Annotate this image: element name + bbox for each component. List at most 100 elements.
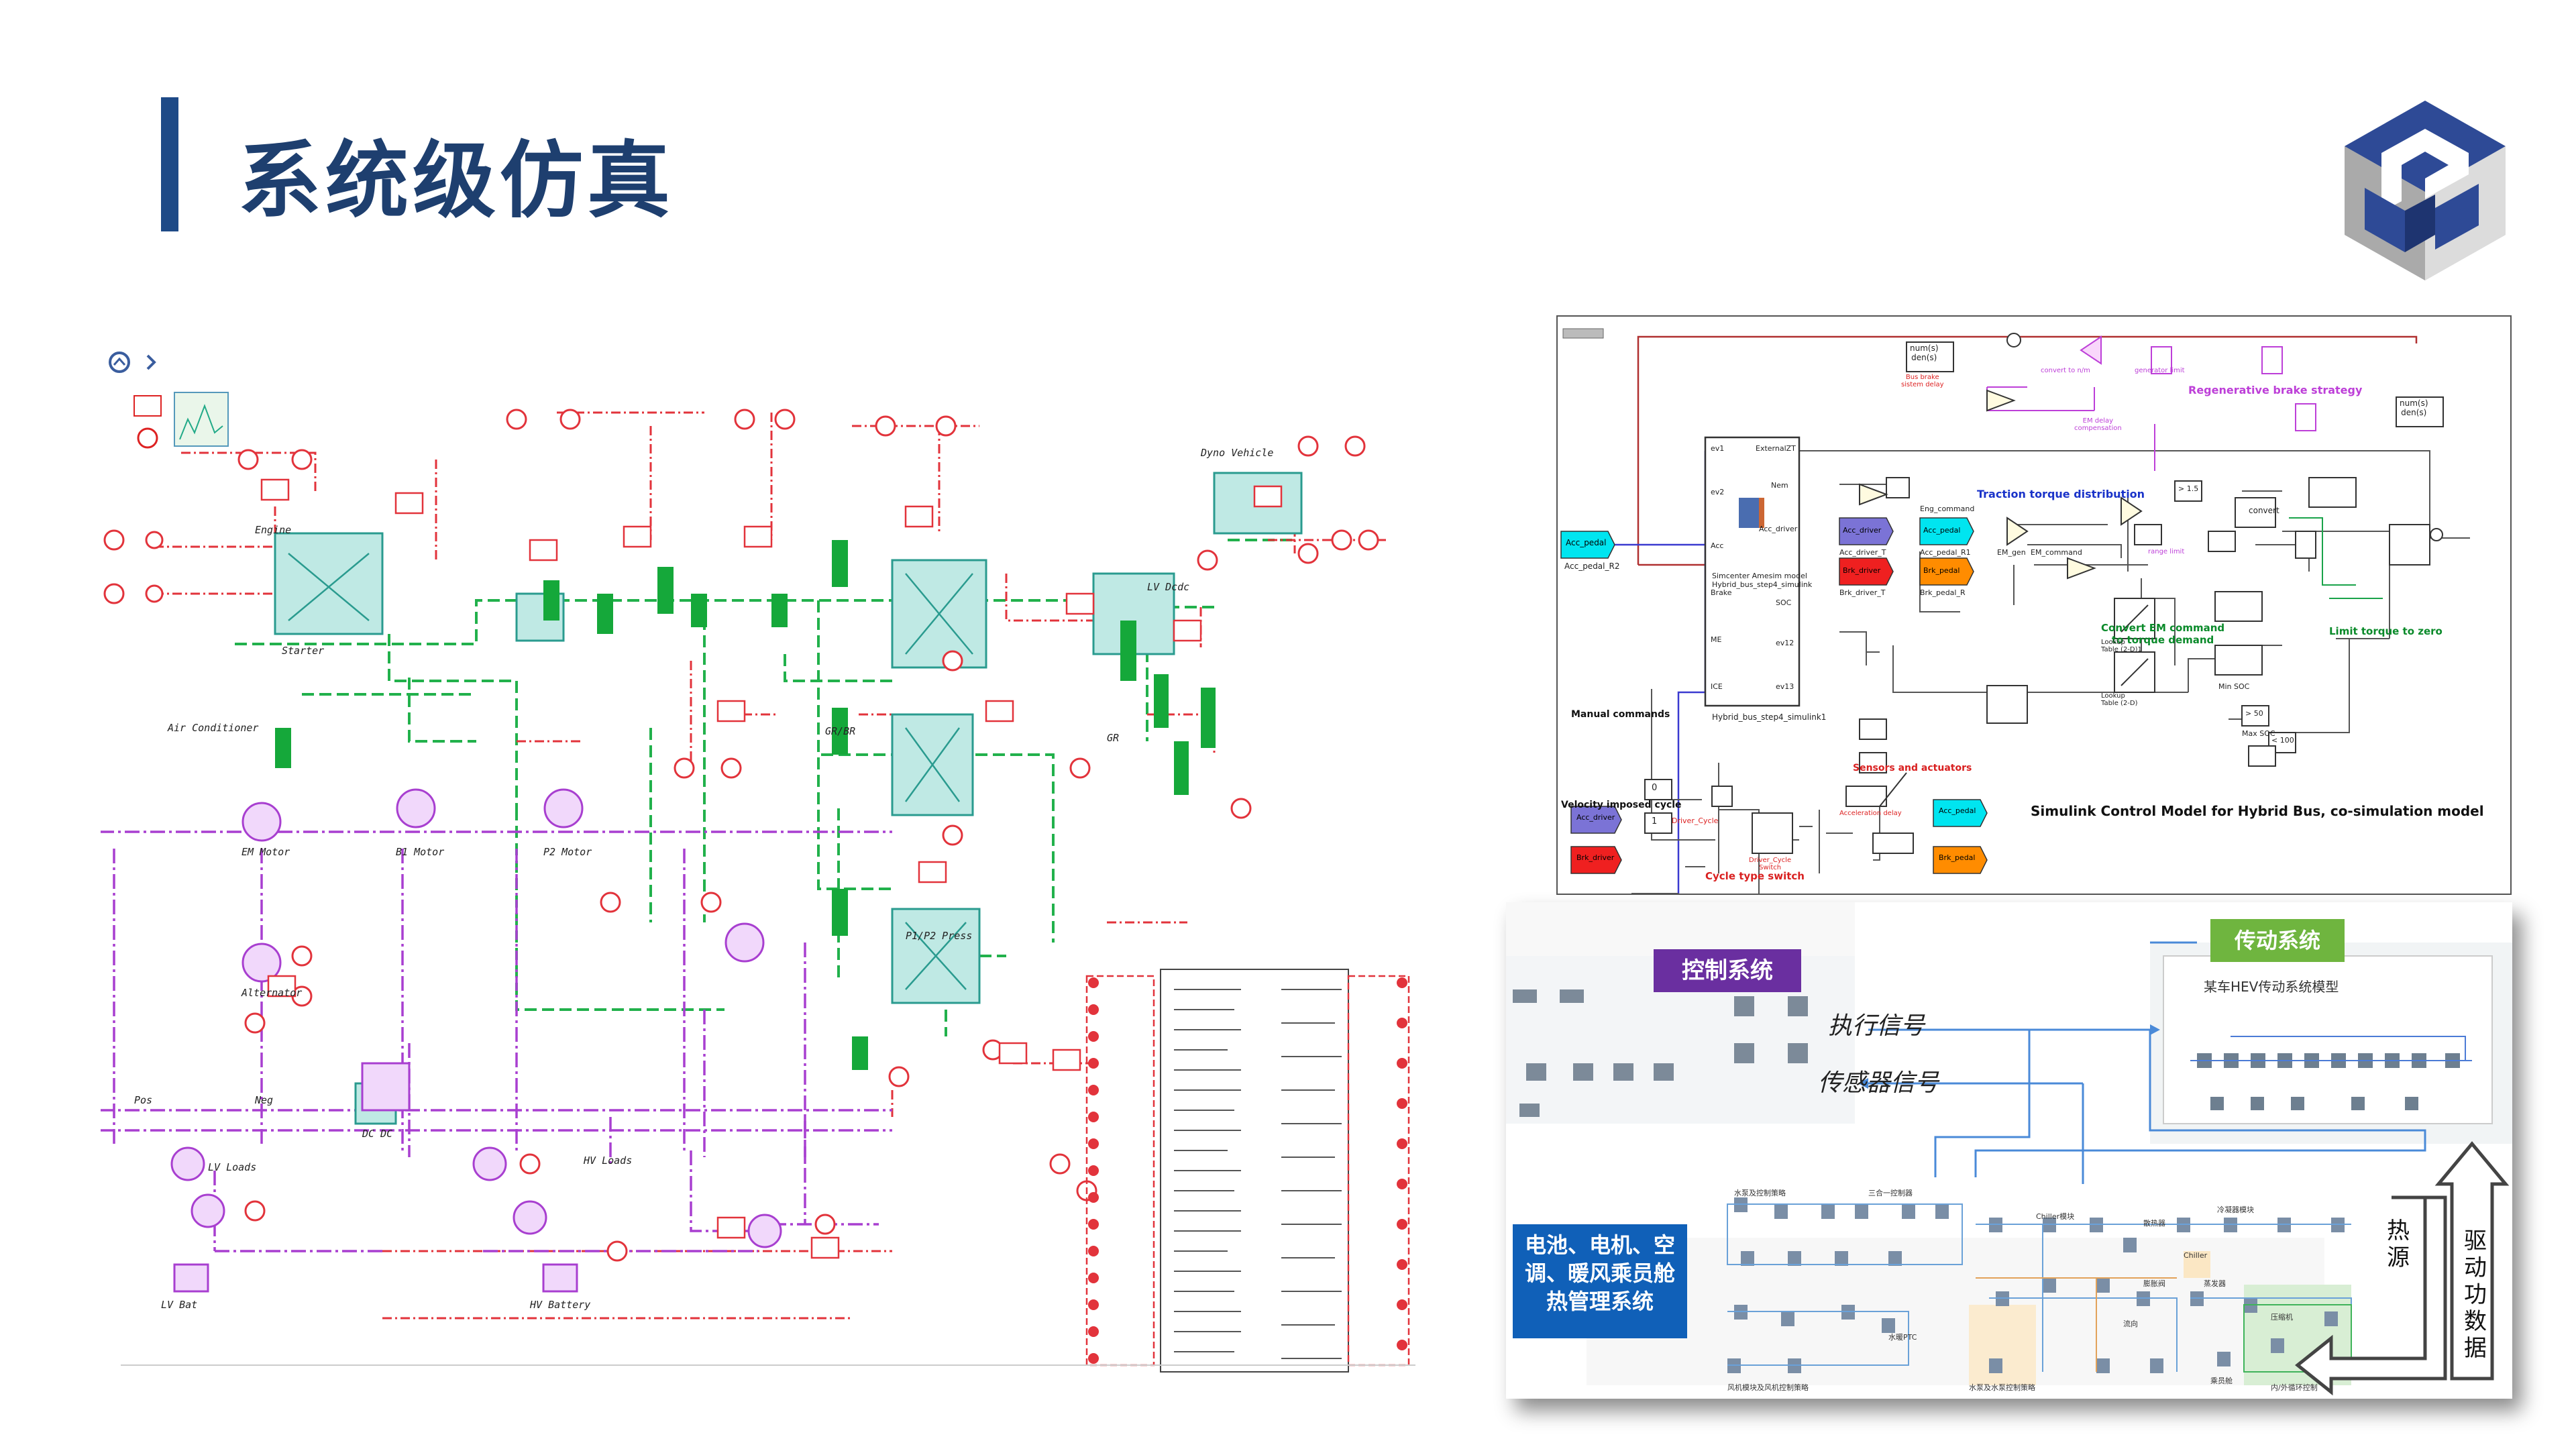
label-regen-strategy: Regenerative brake strategy	[2188, 384, 2363, 396]
label-gt-50: > 50	[2245, 709, 2263, 718]
port-out-ev12: ev12	[1776, 639, 1794, 647]
label-p2-motor: P2 Motor	[543, 846, 592, 858]
port-in-me: ME	[1711, 635, 1722, 644]
label-acc-pedal-r1: Acc_pedal_R1	[1920, 548, 1971, 557]
tag-brk-driver-2: Brk_driver	[1576, 853, 1615, 862]
label-em-delay: EM delay compensation	[2074, 417, 2122, 432]
label-three-way: 三合一控制器	[1868, 1189, 1913, 1197]
label-dyno-vehicle: Dyno Vehicle	[1200, 447, 1273, 459]
label-expansion-valve: 膨胀阀	[2143, 1279, 2165, 1288]
tag-brk-pedal: Brk_pedal	[1923, 566, 1960, 575]
label-engine: Engine	[255, 524, 291, 536]
label-evaporator: 蒸发器	[2204, 1279, 2226, 1288]
label-sensors-actuators: Sensors and actuators	[1853, 763, 1972, 773]
label-brk-pedal-r: Brk_pedal_R	[1920, 588, 1966, 597]
badge-thermal-system: 电池、电机、空调、暖风乘员舱热管理系统	[1513, 1224, 1687, 1338]
label-lookup2: Lookup Table (2-D)	[2101, 692, 2138, 707]
label-accel-delay: Acceleration delay	[1839, 810, 1902, 817]
port-out-nem: Nem	[1771, 481, 1788, 490]
tag-acc-pedal: Acc_pedal	[1566, 538, 1607, 547]
label-em-command: EM_command	[2031, 548, 2082, 557]
tag-acc-pedal-3: Acc_pedal	[1939, 806, 1976, 815]
label-trans-model: 某车HEV传动系统模型	[2204, 979, 2339, 995]
port-in-ev2: ev2	[1711, 488, 1725, 496]
label-cabin: 乘员舱	[2210, 1377, 2233, 1385]
label-num-den-2: num(s) den(s)	[1910, 343, 1939, 362]
label-b1-motor: B1 Motor	[396, 846, 444, 858]
label-valve-ctrl: 内/外循环控制	[2271, 1383, 2318, 1392]
tag-brk-pedal-2: Brk_pedal	[1939, 853, 1976, 862]
badge-transmission-system: 传动系统	[2210, 919, 2345, 962]
label-chiller: Chiller	[2184, 1251, 2208, 1260]
port-in-ice: ICE	[1711, 682, 1723, 691]
company-logo	[2345, 101, 2506, 280]
label-radiator: 散热器	[2143, 1219, 2165, 1228]
label-em-motor: EM Motor	[241, 846, 290, 858]
label-lookup1: Lookup Table (2-D)1	[2101, 639, 2142, 653]
label-sensor-signal: 传感器信号	[1818, 1069, 1939, 1097]
label-acc-pedal-r2: Acc_pedal_R2	[1564, 561, 1620, 571]
port-out-ev13: ev13	[1776, 682, 1794, 691]
label-convert-em: Convert EM command to torque demand	[2101, 622, 2225, 646]
label-gr-br: GR/BR	[825, 725, 855, 737]
label-convert-nm: convert to n/m	[2041, 367, 2090, 374]
amesim-schematic: Dyno Vehicle Engine Starter Air Conditio…	[101, 352, 1415, 1373]
label-condenser: 冷凝器模块	[2217, 1205, 2254, 1214]
label-num-den-1: num(s) den(s)	[2400, 398, 2428, 417]
thermal-cosim-diagram: 控制系统 传动系统 执行信号 传感器信号 电池、电机、空调、暖风乘员舱热管理系统…	[1506, 902, 2512, 1399]
label-neg: Neg	[254, 1094, 273, 1106]
tag-acc-driver-2: Acc_driver	[1576, 813, 1615, 822]
label-alternator: Alternator	[241, 987, 302, 999]
simulink-control-model: Traction torque distribution Regenerativ…	[1556, 315, 2512, 895]
label-range-limit: range limit	[2148, 548, 2185, 555]
label-drive-data: 驱动功数据	[2464, 1228, 2487, 1362]
page-title: 系统级仿真	[238, 133, 675, 229]
label-pos: Pos	[134, 1094, 152, 1106]
port-in-ev1: ev1	[1711, 444, 1725, 453]
label-convert: convert	[2249, 506, 2279, 515]
label-const-zero: 0	[1652, 783, 1658, 793]
label-chiller-module: Chiller模块	[2036, 1212, 2075, 1221]
label-flow: 流向	[2123, 1320, 2138, 1328]
label-limit-torque: Limit torque to zero	[2329, 625, 2443, 637]
label-air-conditioner: Air Conditioner	[167, 722, 258, 734]
title-accent-bar	[161, 97, 178, 231]
label-lt-100: < 100	[2271, 736, 2294, 745]
label-driver-cycle: Driver_Cycle	[1672, 816, 1719, 825]
label-driver-cycle-switch: Driver_Cycle Switch	[1749, 857, 1792, 871]
label-brk-driver-t: Brk_driver_T	[1839, 588, 1886, 597]
label-block-text: Simcenter Amesim model Hybrid_bus_step4_…	[1712, 572, 1813, 589]
label-velocity-cycle: Velocity imposed cycle	[1561, 800, 1682, 810]
port-in-acc: Acc	[1711, 541, 1724, 550]
label-cycle-switch: Cycle type switch	[1705, 870, 1805, 882]
label-hv-battery: HV Battery	[529, 1299, 590, 1311]
label-generator-limit: generator limit	[2135, 367, 2185, 374]
label-dcdc: DC DC	[362, 1128, 392, 1140]
label-block-name: Hybrid_bus_step4_simulink1	[1712, 712, 1827, 722]
port-out-acc-driver: Acc_driver	[1759, 525, 1798, 533]
label-lv-loads: LV Loads	[208, 1161, 256, 1173]
label-acc-driver-t: Acc_driver_T	[1839, 548, 1886, 557]
label-const-one: 1	[1652, 816, 1658, 826]
tag-acc-pedal-mid: Acc_pedal	[1923, 526, 1961, 535]
badge-control-system: 控制系统	[1654, 949, 1801, 992]
label-fan-ctrl: 风机模块及风机控制策略	[1727, 1383, 1809, 1392]
port-out-soc: SOC	[1776, 598, 1792, 607]
label-max-soc: Max SOC	[2242, 729, 2275, 738]
label-pump-ctrl2: 水泵及水泵控制策略	[1969, 1383, 2035, 1392]
label-hv-loads: HV Loads	[583, 1155, 632, 1167]
tag-acc-driver: Acc_driver	[1843, 526, 1882, 535]
label-bus-brake: Bus brake sistem delay	[1901, 374, 1944, 388]
port-out-externalzt: ExternalZT	[1756, 444, 1796, 453]
chevron-right-icon	[146, 354, 156, 370]
label-heat-source: 热源	[2387, 1218, 2410, 1271]
label-ptc: 水暖PTC	[1888, 1333, 1917, 1342]
collapse-icon	[109, 352, 130, 373]
simulink-model-title: Simulink Control Model for Hybrid Bus, c…	[2031, 803, 2484, 819]
label-traction-torque: Traction torque distribution	[1977, 488, 2145, 500]
port-in-brake: Brake	[1711, 588, 1732, 597]
label-em-gen: EM_gen	[1997, 548, 2026, 557]
label-gr: GR	[1107, 732, 1119, 744]
label-compressor: 压缩机	[2271, 1313, 2293, 1322]
label-min-soc: Min SOC	[2218, 682, 2250, 691]
